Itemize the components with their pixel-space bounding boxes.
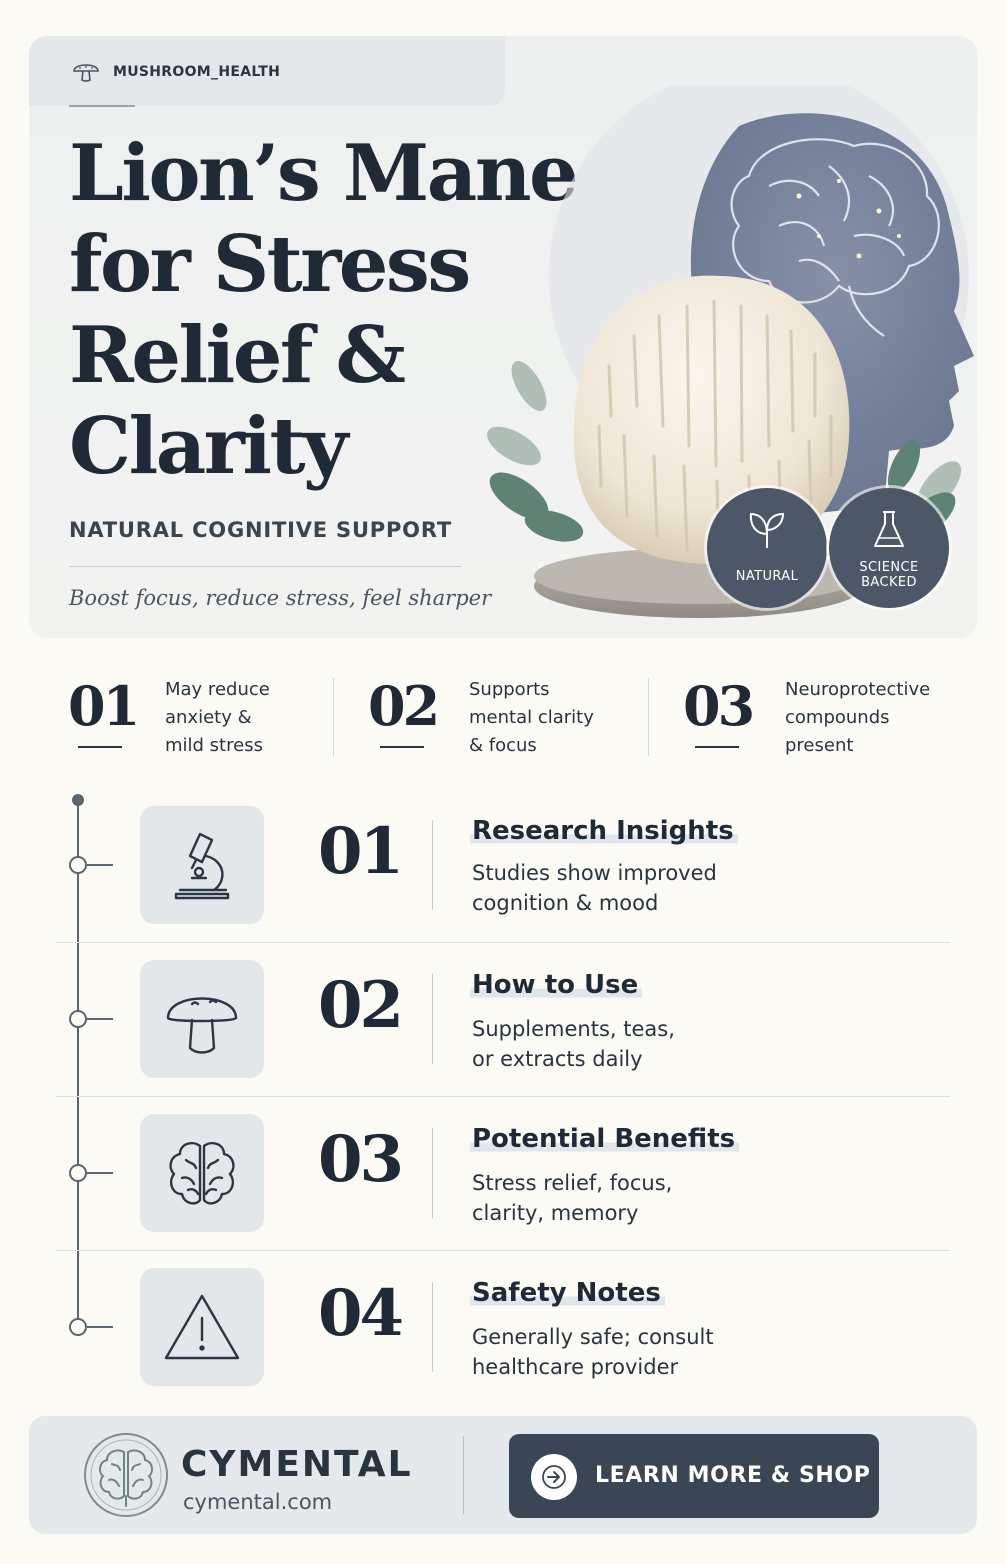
step-divider (56, 1096, 950, 1097)
cta-label: LEARN MORE & SHOP (595, 1463, 871, 1488)
step-title: Research Insights (470, 816, 738, 846)
hero-panel: MUSHROOM_HEALTH Lion’s Mane for Stress R… (29, 36, 977, 638)
hero-tagline: Boost focus, reduce stress, feel sharper (69, 586, 492, 610)
stat-line: mental clarity (469, 707, 594, 728)
brand-underline (69, 105, 135, 107)
step-number: 01 (318, 814, 404, 889)
step-safety-notes: 04 Safety Notes Generally safe; consult … (56, 1254, 950, 1408)
step-number: 03 (318, 1122, 404, 1197)
stat-line: anxiety & (165, 707, 252, 728)
timeline-node (69, 1010, 87, 1028)
step-icon-tile (140, 1114, 264, 1232)
step-potential-benefits: 03 Potential Benefits Stress relief, foc… (56, 1100, 950, 1254)
step-description-line: Stress relief, focus, (472, 1171, 673, 1195)
stat-number: 01 (68, 674, 140, 738)
step-icon-tile (140, 806, 264, 924)
hero-subtitle: NATURAL COGNITIVE SUPPORT (69, 518, 452, 542)
step-description: Studies show improved cognition & mood (472, 858, 832, 918)
footer-brand-name: CYMENTAL (181, 1444, 413, 1485)
step-description-line: healthcare provider (472, 1355, 679, 1379)
flask-icon (874, 511, 904, 547)
step-description-line: Studies show improved (472, 861, 717, 885)
cta-arrow-circle (531, 1454, 577, 1500)
step-separator (432, 1282, 433, 1372)
stat-underline (78, 746, 122, 748)
step-number: 02 (318, 968, 404, 1043)
step-description: Generally safe; consult healthcare provi… (472, 1322, 832, 1382)
step-description-line: or extracts daily (472, 1047, 643, 1071)
hero-divider (69, 566, 461, 567)
natural-badge: NATURAL (707, 488, 827, 608)
stat-line: Neuroprotective (785, 679, 931, 700)
timeline-start-dot (72, 794, 84, 806)
stat-number: 03 (683, 674, 755, 738)
timeline-tick (87, 1018, 113, 1020)
brain-logo-icon (84, 1433, 168, 1517)
stat-separator (333, 678, 334, 756)
step-description: Supplements, teas, or extracts daily (472, 1014, 832, 1074)
science-backed-badge: SCIENCE BACKED (829, 488, 949, 608)
step-research-insights: 01 Research Insights Studies show improv… (56, 792, 950, 946)
timeline-line (77, 800, 79, 1330)
stat-number: 02 (368, 674, 440, 738)
mushroom-icon (73, 64, 99, 82)
stat-underline (380, 746, 424, 748)
step-description-line: Generally safe; consult (472, 1325, 714, 1349)
science-badge-label-line1: SCIENCE (859, 560, 919, 575)
stat-text: Supports mental clarity & focus (469, 676, 639, 760)
stat-text: May reduce anxiety & mild stress (165, 676, 335, 760)
science-badge-label-line2: BACKED (861, 575, 917, 590)
footer-bar: CYMENTAL cymental.com LEARN MORE & SHOP (29, 1416, 977, 1534)
leaf-icon (749, 512, 785, 548)
step-title: Potential Benefits (470, 1124, 740, 1154)
brand-bar: MUSHROOM_HEALTH (29, 36, 505, 106)
arrow-right-icon (542, 1465, 566, 1489)
stat-line: compounds (785, 707, 890, 728)
step-separator (432, 974, 433, 1064)
footer-url-link[interactable]: cymental.com (183, 1490, 333, 1514)
timeline-node (69, 856, 87, 874)
step-separator (432, 820, 433, 910)
stat-text: Neuroprotective compounds present (785, 676, 955, 760)
brand-label: MUSHROOM_HEALTH (113, 64, 281, 80)
stats-row: 01 May reduce anxiety & mild stress 02 S… (0, 670, 1006, 770)
stat-line: mild stress (165, 735, 263, 756)
learn-more-shop-button[interactable]: LEARN MORE & SHOP (509, 1434, 879, 1518)
timeline-node (69, 1164, 87, 1182)
footer-separator (463, 1436, 464, 1514)
step-icon-tile (140, 960, 264, 1078)
page-title: Lion’s Mane for Stress Relief & Clarity (69, 128, 579, 492)
step-icon-tile (140, 1268, 264, 1386)
natural-badge-label: NATURAL (735, 569, 799, 584)
stat-line: & focus (469, 735, 537, 756)
timeline-tick (87, 864, 113, 866)
step-description-line: cognition & mood (472, 891, 659, 915)
timeline-tick (87, 1326, 113, 1328)
mushroom-icon (166, 997, 238, 1054)
stat-separator (648, 678, 649, 756)
stat-line: present (785, 735, 854, 756)
microscope-icon (174, 832, 230, 900)
step-description-line: Supplements, teas, (472, 1017, 675, 1041)
timeline-node (69, 1318, 87, 1336)
step-divider (56, 942, 950, 943)
stat-line: May reduce (165, 679, 270, 700)
brain-icon (169, 1142, 235, 1205)
step-description: Stress relief, focus, clarity, memory (472, 1168, 832, 1228)
warning-icon (164, 1294, 240, 1360)
stat-line: Supports (469, 679, 550, 700)
timeline-tick (87, 1172, 113, 1174)
step-description-line: clarity, memory (472, 1201, 639, 1225)
stat-underline (695, 746, 739, 748)
step-divider (56, 1250, 950, 1251)
step-title: Safety Notes (470, 1278, 665, 1308)
step-separator (432, 1128, 433, 1218)
step-how-to-use: 02 How to Use Supplements, teas, or extr… (56, 946, 950, 1100)
step-title: How to Use (470, 970, 643, 1000)
step-number: 04 (318, 1276, 404, 1351)
